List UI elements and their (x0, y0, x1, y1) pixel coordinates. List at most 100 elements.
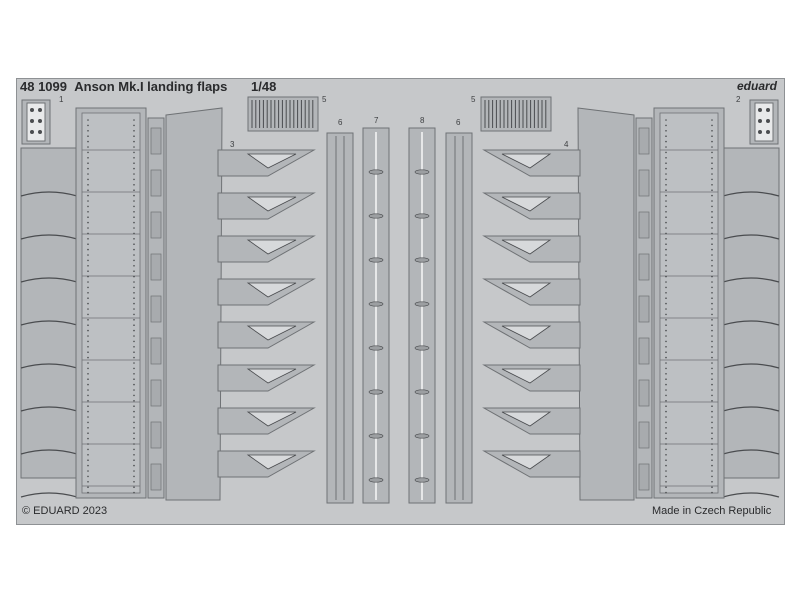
part-right-flap-panel-rivet (665, 324, 667, 327)
part-left-flap-panel-rivet (133, 238, 135, 240)
part-3-rib-set-web (246, 196, 297, 212)
part-left-flap-panel-rivet (133, 335, 135, 337)
part-7-hinge-strip-knuckle (368, 301, 384, 307)
part-1-hinge-tab-hole (30, 130, 34, 134)
right-flap-spar-slot (638, 211, 650, 239)
part-left-flap-panel-rivet (87, 135, 89, 137)
part-right-flap-panel-rivet (665, 254, 667, 256)
part-left-flap-panel-rivet (133, 319, 135, 321)
part-right-flap-panel-rivet (665, 211, 667, 213)
part-left-flap-panel-rivet (133, 329, 135, 332)
part-right-flap-panel-rivet (665, 340, 667, 343)
part-left-flap-panel-rivet (87, 367, 89, 370)
part-left-flap-panel-rivet (87, 265, 89, 267)
part-right-flap-panel-rivet (665, 416, 667, 418)
part-left-flap-panel-rivet (133, 254, 135, 256)
part-right-flap-panel-rivet (711, 167, 713, 170)
part-3-rib-set-web (246, 454, 297, 470)
part-1-hinge-tab-hole (30, 119, 34, 123)
left-flap-spar-slot (150, 169, 162, 197)
part-right-flap-panel-rivet (665, 437, 667, 440)
part-right-flap-panel-rivet (711, 470, 713, 472)
part-left-flap-panel-rivet (87, 194, 89, 197)
part-number-6-left: 6 (338, 118, 343, 127)
origin-text: Made in Czech Republic (652, 505, 772, 517)
part-right-flap-panel-rivet (665, 162, 667, 164)
part-left-flap-panel-rivet (133, 248, 135, 251)
part-right-flap-panel-rivet (665, 227, 667, 229)
part-left-flap-panel-rivet (87, 248, 89, 251)
part-left-flap-panel-rivet (133, 275, 135, 278)
right-flap-spar-slot (638, 463, 650, 491)
part-left-flap-panel-rivet (87, 475, 89, 478)
part-left-flap-panel-rivet (87, 405, 89, 408)
left-flap-spar-slot (150, 463, 162, 491)
part-right-flap-panel-rivet (711, 335, 713, 337)
part-7-hinge-strip-knuckle (368, 477, 384, 483)
part-right-flap-panel-rivet (711, 486, 713, 489)
part-2-hinge-tab-hole (766, 108, 770, 112)
part-right-flap-panel-rivet (665, 286, 667, 289)
part-number-5-left: 5 (322, 95, 327, 104)
part-4-rib-set-web (501, 368, 552, 384)
part-right-flap-panel-rivet (711, 351, 713, 354)
part-left-flap-panel-rivet (133, 356, 135, 359)
part-left-flap-panel-rivet (133, 232, 135, 235)
part-left-flap-panel-rivet (87, 421, 89, 424)
part-right-flap-panel-rivet (665, 346, 667, 348)
part-left-flap-panel-rivet (87, 319, 89, 321)
part-left-flap-panel-rivet (87, 232, 89, 235)
part-left-flap-panel-rivet (133, 313, 135, 316)
part-left-flap-panel-rivet (133, 308, 135, 310)
part-right-flap-panel-rivet (711, 270, 713, 273)
part-left-flap-panel-rivet (133, 410, 135, 413)
part-right-flap-panel-rivet (711, 432, 713, 435)
part-right-flap-panel-rivet (711, 205, 713, 208)
part-left-flap-panel-rivet (133, 432, 135, 435)
part-right-flap-panel-rivet (711, 259, 713, 262)
part-7-hinge-strip-knuckle (368, 213, 384, 219)
part-left-flap-panel-rivet (87, 481, 89, 483)
part-left-flap-panel-rivet (133, 227, 135, 229)
part-right-flap-panel-rivet (711, 475, 713, 478)
part-left-flap-panel-rivet (133, 184, 135, 186)
part-right-flap-panel-rivet (711, 254, 713, 256)
left-side-strip-seam (20, 449, 78, 455)
copyright-text: © EDUARD 2023 (22, 505, 108, 517)
part-left-flap-panel-rivet (87, 286, 89, 289)
part-right-flap-panel-rivet (665, 189, 667, 191)
part-right-flap-panel-rivet (665, 421, 667, 424)
part-left-flap-panel-rivet (87, 486, 89, 489)
part-right-flap-panel-rivet (711, 297, 713, 300)
part-3-rib-set-web (246, 239, 297, 255)
part-left-flap-panel-rivet (87, 238, 89, 240)
part-left-flap-panel-rivet (87, 124, 89, 127)
part-right-flap-panel-rivet (711, 383, 713, 386)
part-number-2: 2 (736, 95, 741, 104)
part-left-flap-panel-rivet (87, 378, 89, 381)
right-flap-spar-slot (638, 295, 650, 323)
part-7-hinge-strip-knuckle (368, 257, 384, 263)
left-flap-spar-slot (150, 379, 162, 407)
part-number-8: 8 (420, 116, 425, 125)
part-right-flap-panel-rivet (665, 443, 667, 445)
part-left-flap-panel-rivet (133, 119, 135, 121)
part-right-flap-panel-rivet (665, 427, 667, 429)
part-left-flap-panel-rivet (87, 394, 89, 397)
part-right-flap-panel-rivet (711, 194, 713, 197)
part-left-flap-panel-rivet (133, 221, 135, 224)
part-left-flap-panel-rivet (87, 189, 89, 191)
left-side-strip-seam (20, 320, 78, 326)
part-right-flap-panel-rivet (711, 481, 713, 483)
part-right-flap-panel-rivet (711, 238, 713, 240)
part-right-flap-panel-rivet (711, 346, 713, 348)
part-4-rib-set-web (501, 239, 552, 255)
part-right-flap-panel-rivet (665, 475, 667, 478)
left-flap-spar-slot (150, 127, 162, 155)
left-side-strip-seam (20, 406, 78, 412)
part-4-rib-set-web (501, 325, 552, 341)
part-left-flap-panel-rivet (87, 146, 89, 148)
part-right-flap-panel-rivet (665, 491, 667, 494)
part-right-flap-panel-rivet (711, 157, 713, 159)
